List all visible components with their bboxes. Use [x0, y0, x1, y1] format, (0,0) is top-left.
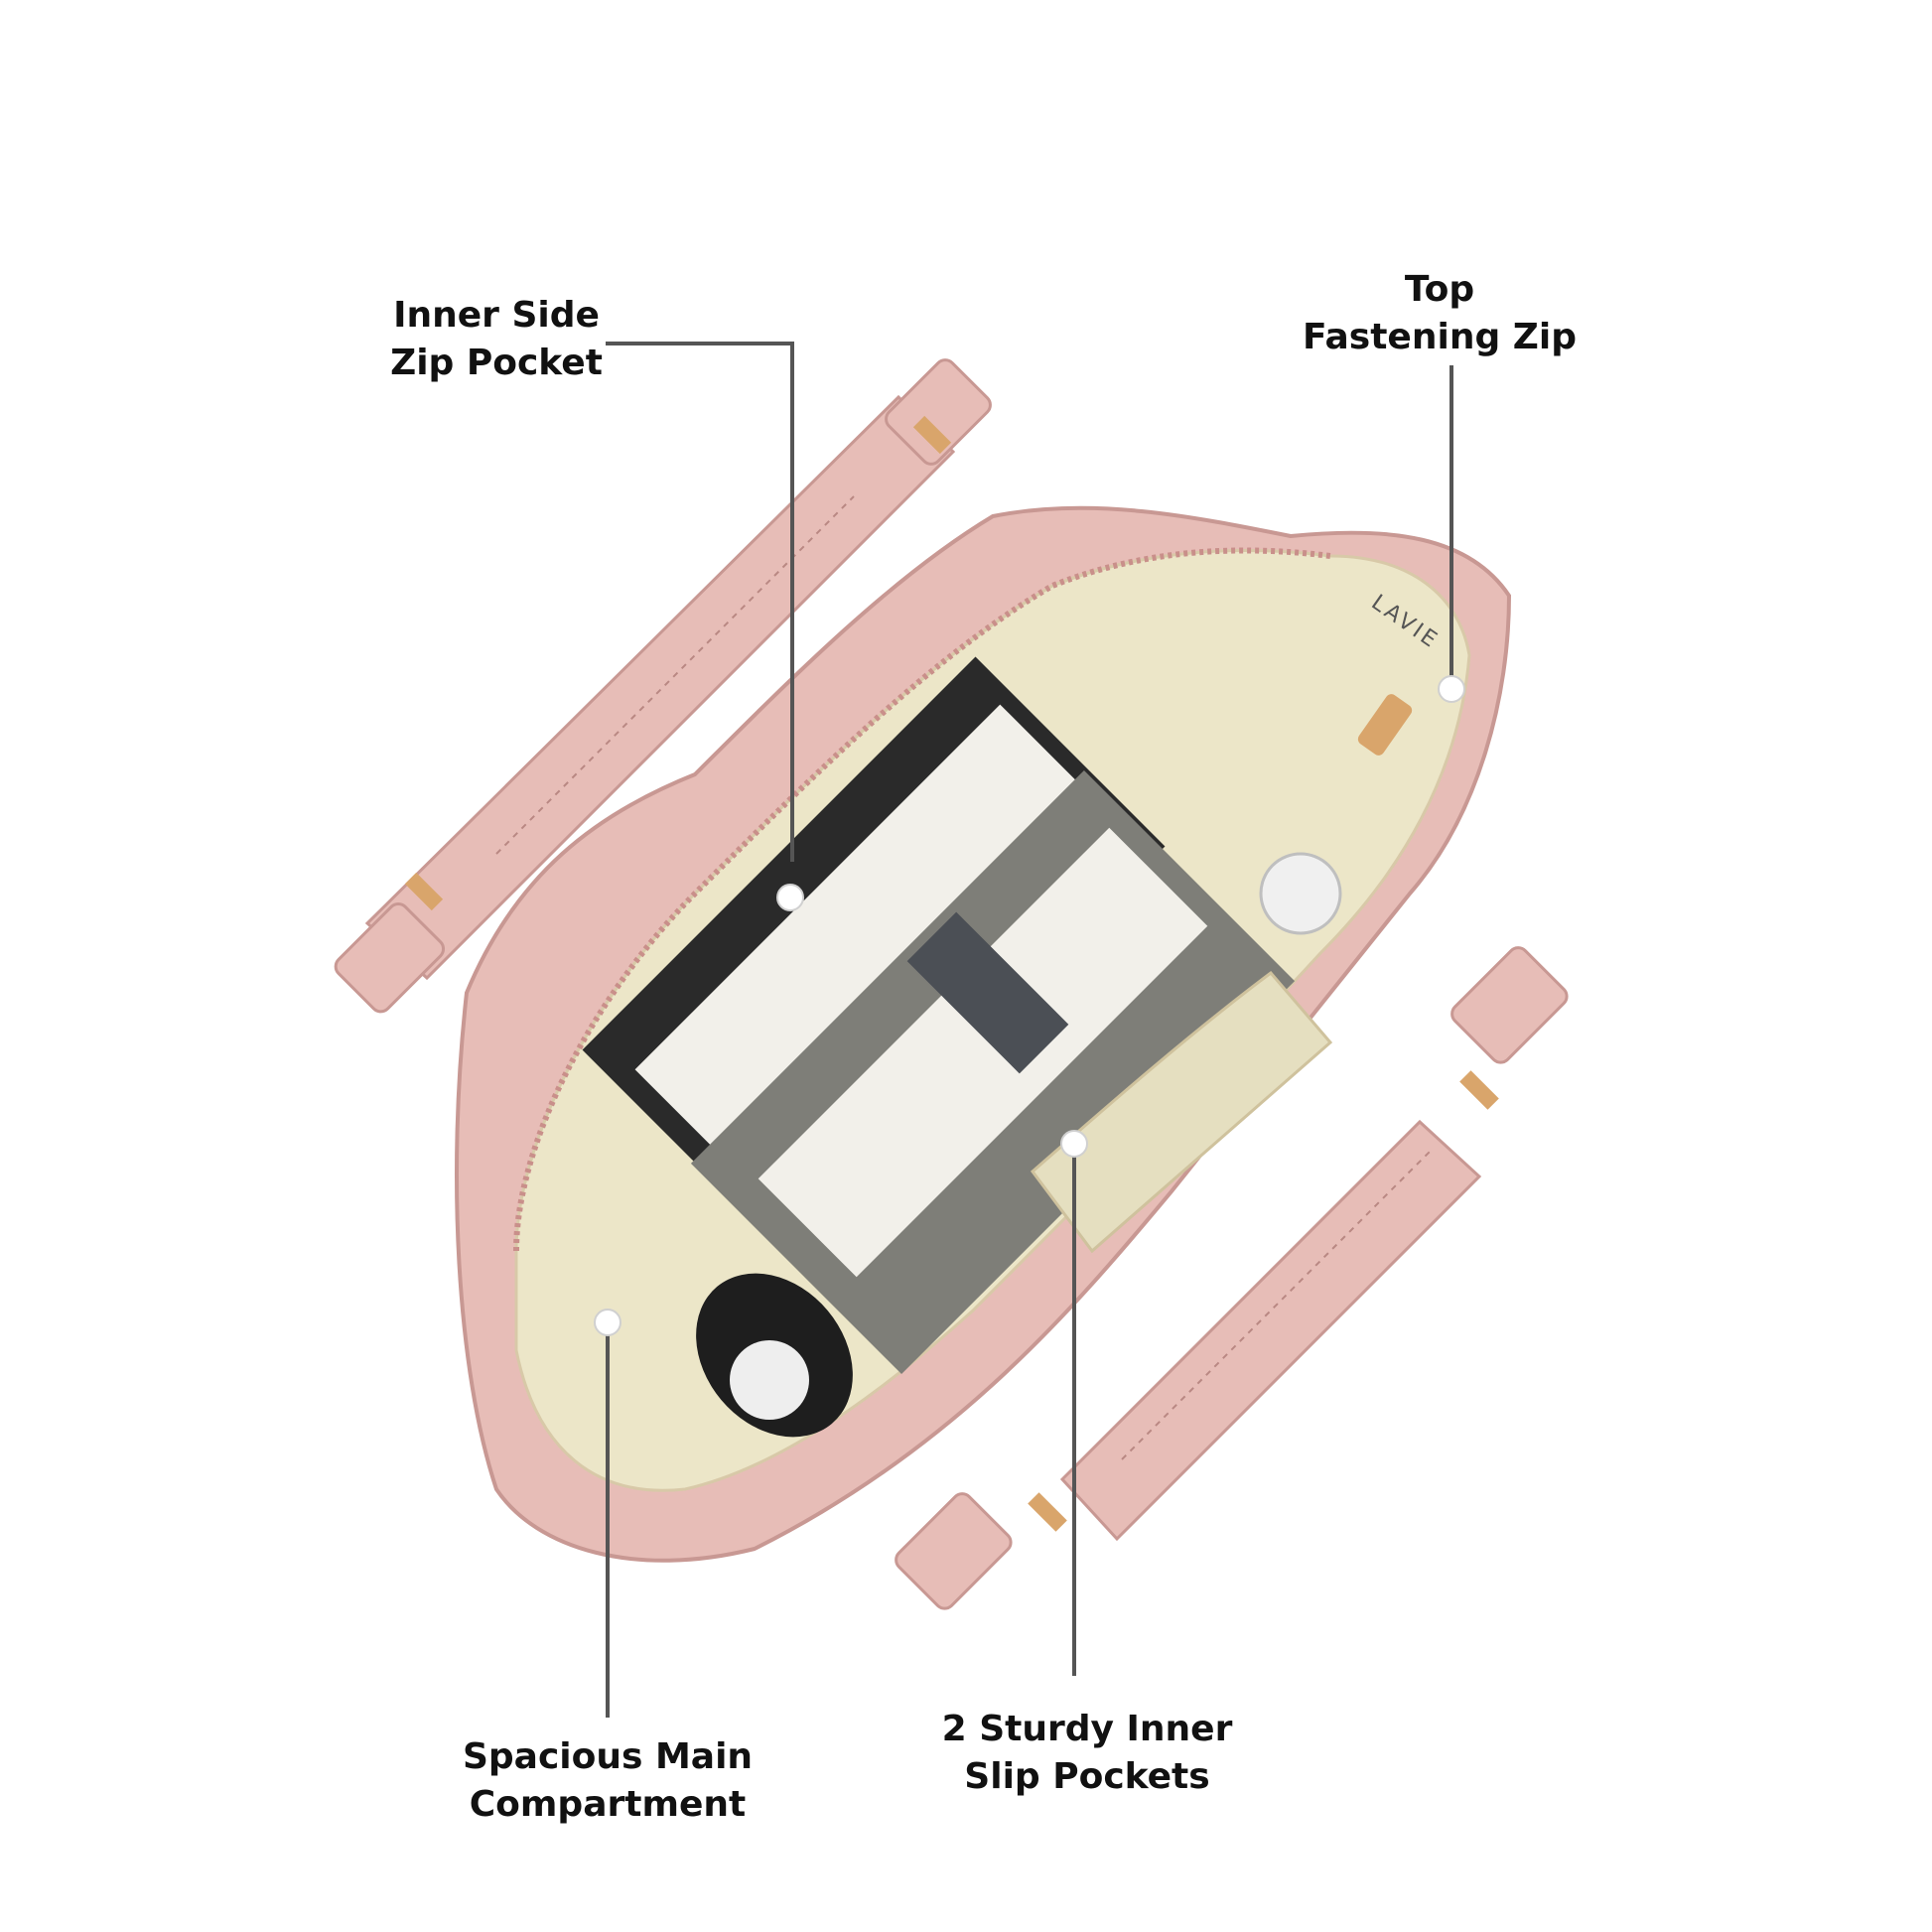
- dot-top-zip: [1438, 675, 1465, 703]
- callout-dots: [594, 675, 1465, 1336]
- callout-sturdy-inner-slip-pockets: 2 Sturdy Inner Slip Pockets: [923, 1706, 1251, 1801]
- callout-lines: [606, 342, 1453, 1718]
- dot-inner-side-zip: [776, 884, 804, 911]
- callout-inner-side-line1: Inner Side: [393, 295, 600, 336]
- callout-slip-line2: Slip Pockets: [964, 1756, 1210, 1797]
- leader-inner-side-zip: [606, 342, 794, 862]
- callout-spacious-main-compartment: Spacious Main Compartment: [449, 1733, 766, 1829]
- right-handle: [895, 946, 1569, 1610]
- bag-contents: [582, 656, 1342, 1438]
- callout-slip-line1: 2 Sturdy Inner: [941, 1709, 1233, 1749]
- callout-main-line2: Compartment: [469, 1784, 747, 1825]
- callout-main-line1: Spacious Main: [462, 1736, 754, 1777]
- callout-inner-side-zip-pocket: Inner Side Zip Pocket: [377, 292, 616, 387]
- callout-top-fastening-zip: Top Fastening Zip: [1291, 266, 1588, 361]
- dot-main-compartment: [594, 1309, 621, 1336]
- left-handle: [334, 358, 992, 1014]
- callout-top-zip-line1: Top: [1404, 269, 1475, 310]
- dot-slip-pockets: [1060, 1130, 1088, 1158]
- zip-pull: [1357, 694, 1413, 756]
- top-zip: [513, 547, 1331, 1252]
- callout-inner-side-line2: Zip Pocket: [390, 343, 603, 383]
- handbag: LAVIE: [334, 358, 1569, 1610]
- callout-top-zip-line2: Fastening Zip: [1303, 317, 1577, 357]
